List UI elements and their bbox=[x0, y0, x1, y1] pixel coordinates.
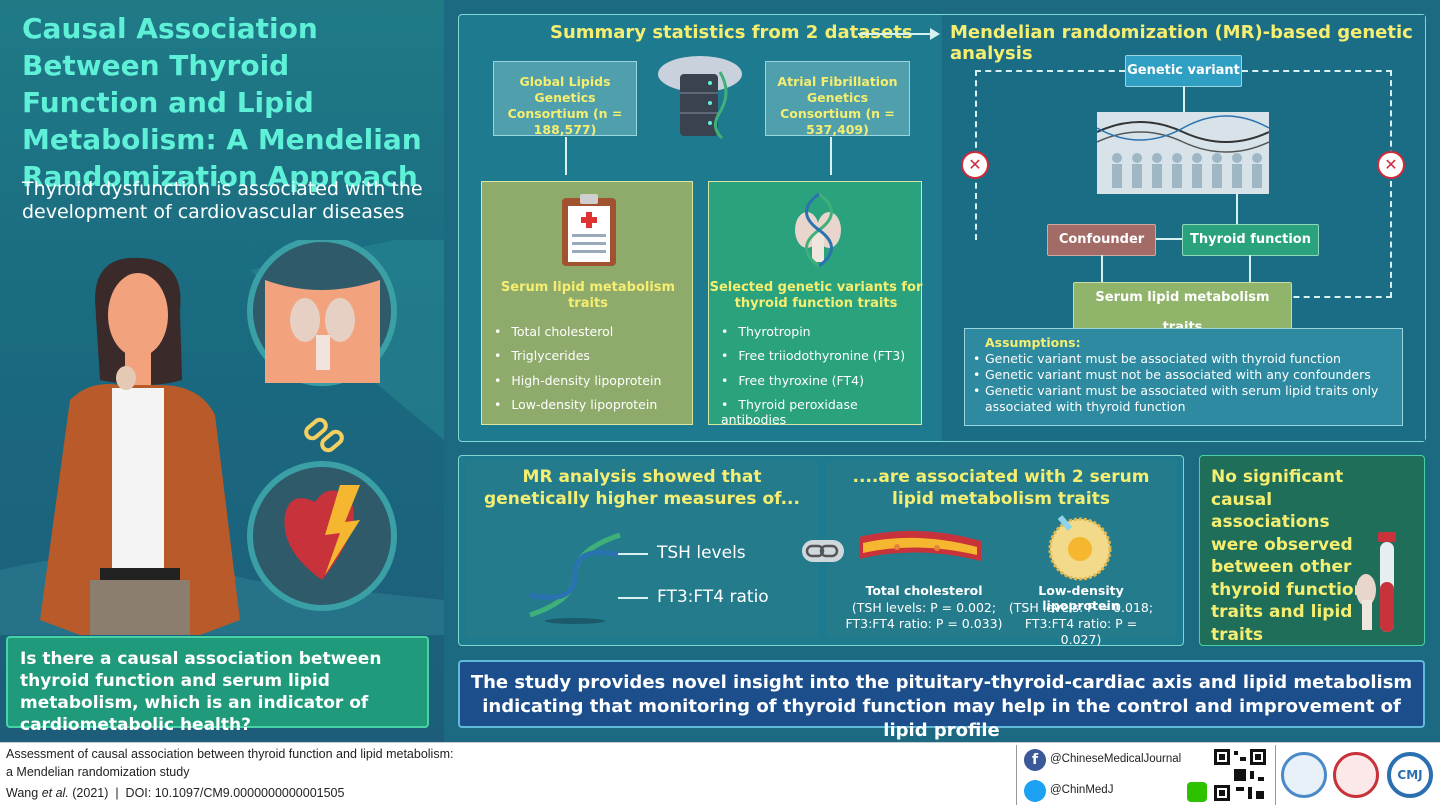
thyroid-item: Free triiodothyronine (FT3) bbox=[721, 348, 905, 363]
main-title: Causal Association Between Thyroid Funct… bbox=[22, 12, 422, 193]
citation-title-line2: a Mendelian randomization study bbox=[6, 765, 190, 779]
link-icon bbox=[304, 417, 344, 453]
thyroid-variants-box: Selected genetic variants for thyroid fu… bbox=[708, 181, 923, 427]
database-icon bbox=[658, 56, 742, 140]
citation-title-line1: Assessment of causal association between… bbox=[6, 747, 454, 761]
thyroid-item: Free thyroxine (FT4) bbox=[721, 373, 864, 388]
assumptions-title: Assumptions: bbox=[985, 335, 1081, 350]
citation-reference: Wang et al. (2021) | DOI: 10.1097/CM9.00… bbox=[6, 786, 344, 800]
arrow-thyroid-down bbox=[830, 137, 832, 175]
research-question: Is there a causal association between th… bbox=[6, 636, 429, 735]
association-seal-logo bbox=[1281, 752, 1327, 798]
heading-arrow-line bbox=[858, 33, 932, 35]
confounder-node: Confounder bbox=[1047, 224, 1156, 256]
thyroid-function-node: Thyroid function bbox=[1182, 224, 1319, 256]
dashed-right-path bbox=[1242, 70, 1392, 298]
cmj-logo: CMJ bbox=[1387, 752, 1433, 798]
lipid-item: Low-density lipoprotein bbox=[494, 397, 657, 412]
thyroid-variants-title: Selected genetic variants for thyroid fu… bbox=[709, 280, 923, 311]
clipboard-icon bbox=[562, 194, 616, 266]
mr-results-card bbox=[466, 462, 818, 638]
thyroid-mark bbox=[116, 366, 136, 390]
arrow-genetic-crowd bbox=[1183, 86, 1185, 112]
arrow-lipids-down bbox=[565, 137, 567, 175]
no-association-text: No significant causal associations were … bbox=[1211, 467, 1366, 645]
summary-heading: Summary statistics from 2 datasets bbox=[550, 22, 913, 43]
wechat-icon[interactable] bbox=[1187, 782, 1207, 802]
ldl-label: Low-density lipoprotein bbox=[1038, 583, 1124, 613]
lightning-shape bbox=[325, 485, 360, 575]
lipid-item: High-density lipoprotein bbox=[494, 373, 661, 388]
thyroid-dna-icon bbox=[795, 192, 841, 268]
arrow-tsh bbox=[618, 553, 648, 555]
chinese-medical-association-logo bbox=[1333, 752, 1379, 798]
pants bbox=[90, 580, 190, 635]
belt bbox=[100, 568, 180, 580]
assumption-item: Genetic variant must not be associated w… bbox=[985, 367, 1371, 382]
thyroid-left-lobe bbox=[290, 298, 320, 342]
trachea bbox=[316, 335, 330, 370]
lipoprotein-icon bbox=[1048, 515, 1112, 581]
arrow-ratio bbox=[618, 597, 648, 599]
mr-results-heading: MR analysis showed that genetically high… bbox=[484, 467, 800, 509]
thyroid-right-lobe bbox=[325, 298, 355, 342]
thyroid-item: Thyroid peroxidase antibodies bbox=[721, 397, 921, 427]
shirt bbox=[112, 388, 164, 568]
facebook-handle[interactable]: @ChineseMedicalJournal bbox=[1050, 753, 1182, 765]
ldl-stats: (TSH levels: P = 0.018; FT3:FT4 ratio: P… bbox=[1008, 600, 1154, 647]
footer-divider bbox=[1275, 745, 1276, 805]
ratio-label: FT3:FT4 ratio bbox=[657, 587, 769, 607]
serum-lipid-box: Serum lipid metabolism traits Total chol… bbox=[481, 181, 693, 425]
face bbox=[108, 273, 168, 357]
twitter-handle[interactable]: @ChinMedJ bbox=[1050, 784, 1114, 796]
heading-arrow-head bbox=[930, 28, 940, 40]
assumption-item: Genetic variant must be associated with … bbox=[985, 383, 1379, 414]
blood-tube-icon bbox=[1356, 532, 1396, 632]
arrow-confounder-serum bbox=[1101, 255, 1103, 282]
facebook-icon[interactable]: f bbox=[1024, 749, 1046, 771]
link-icon bbox=[802, 540, 844, 562]
woman-illustration bbox=[0, 240, 444, 635]
genetic-variant-node: Genetic variant bbox=[1125, 55, 1242, 87]
arrow-confounder-thyroid bbox=[1156, 238, 1182, 240]
conclusion-banner: The study provides novel insight into th… bbox=[458, 660, 1425, 741]
citation-etal: et al. bbox=[41, 786, 69, 800]
cross-icon-left: ✕ bbox=[961, 151, 989, 179]
left-subtitle: Thyroid dysfunction is associated with t… bbox=[22, 178, 423, 223]
dataset-global-lipids: Global Lipids Genetics Consortium (n = 1… bbox=[493, 61, 637, 137]
thyroid-item: Thyrotropin bbox=[721, 324, 810, 339]
dataset-atrial-fibrillation: Atrial Fibrillation Genetics Consortium … bbox=[765, 61, 910, 137]
mr-heading: Mendelian randomization (MR)-based genet… bbox=[950, 22, 1413, 64]
serum-lipid-title: Serum lipid metabolism traits bbox=[500, 280, 676, 311]
qr-code[interactable] bbox=[1212, 747, 1268, 803]
twitter-icon[interactable] bbox=[1024, 780, 1046, 802]
tsh-label: TSH levels bbox=[657, 543, 746, 563]
lipid-item: Triglycerides bbox=[494, 348, 590, 363]
tc-stats: (TSH levels: P = 0.002; FT3:FT4 ratio: P… bbox=[845, 600, 1003, 631]
footer-divider bbox=[1016, 745, 1017, 805]
assumptions-box: Assumptions: •Genetic variant must be as… bbox=[964, 328, 1403, 426]
citation-doi: (2021) | DOI: 10.1097/CM9.00000000000015… bbox=[68, 786, 345, 800]
population-dna-image bbox=[1097, 112, 1269, 194]
dna-icon bbox=[529, 532, 621, 624]
cross-icon-right: ✕ bbox=[1377, 151, 1405, 179]
arrow-crowd-thyroid bbox=[1236, 194, 1238, 224]
assoc-heading: ....are associated with 2 serum lipid me… bbox=[852, 467, 1150, 509]
citation-author: Wang bbox=[6, 786, 39, 800]
lipid-item: Total cholesterol bbox=[494, 324, 613, 339]
tc-label: Total cholesterol bbox=[865, 583, 983, 598]
artery-icon bbox=[859, 530, 981, 561]
arrow-thyroid-serum bbox=[1249, 255, 1251, 282]
assumption-item: Genetic variant must be associated with … bbox=[985, 351, 1341, 366]
